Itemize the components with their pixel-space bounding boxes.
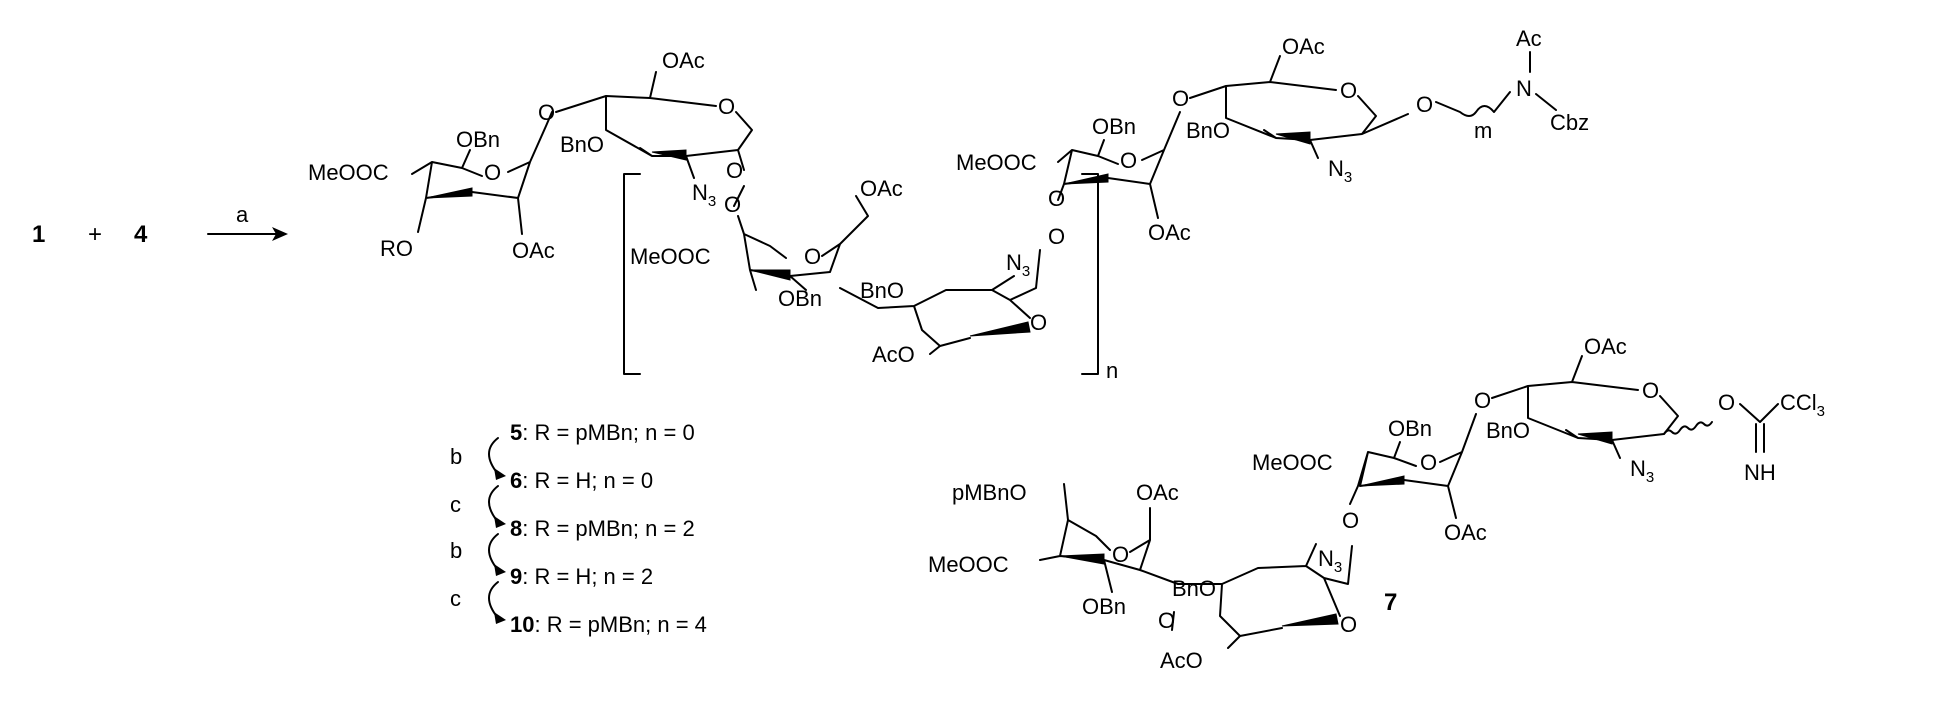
reaction-equation: 1 + 4 a <box>32 202 288 248</box>
bracket-o-right: O <box>1048 224 1065 249</box>
bracket-wedge-2 <box>970 322 1030 336</box>
linker-ac-label: Ac <box>1516 26 1542 51</box>
bno-label: BnO <box>560 132 604 157</box>
c7-o-link-b: O <box>1342 508 1359 533</box>
bracket-n3-label: N3 <box>1006 250 1030 280</box>
unit4-ring-o: O <box>1120 148 1137 173</box>
c7-n3-a-label: N3 <box>1318 546 1342 576</box>
c7-ring-o-b: O <box>1340 612 1357 637</box>
c7-n3-b-label: N3 <box>1630 456 1654 486</box>
bracket-bno-label: BnO <box>860 278 904 303</box>
step-arc-4 <box>489 582 498 618</box>
ester-label: MeOOC <box>308 160 389 185</box>
unit-2-glucosamine: O OAc BnO O N3 O <box>538 48 752 210</box>
c7-ccl3-label: CCl3 <box>1780 390 1825 420</box>
step-arrow-head-1 <box>494 468 506 480</box>
repeat-unit: n O OAc MeOOC O OBn BnO N3 O O AcO <box>624 174 1118 383</box>
c7-obn-b-label: OBn <box>1388 416 1432 441</box>
unit5-oac6-label: OAc <box>1282 34 1325 59</box>
c7-oac-a-label: OAc <box>1136 480 1179 505</box>
unit5-n3-label: N3 <box>1328 156 1352 186</box>
c7-ester-a-label: MeOOC <box>928 552 1009 577</box>
step-arc-3 <box>489 534 498 570</box>
bracket-aco-label: AcO <box>872 342 915 367</box>
right-bracket <box>1082 174 1098 374</box>
bracket-o-link: O <box>724 192 741 217</box>
ro-label: RO <box>380 236 413 261</box>
oac-label: OAc <box>512 238 555 263</box>
step-arrow-head-4 <box>494 612 506 624</box>
linker-m-label: m <box>1474 118 1492 143</box>
c7-wedge-a <box>1060 554 1104 564</box>
obn-label: OBn <box>456 127 500 152</box>
plus-sign: + <box>88 221 102 248</box>
step-arc-2 <box>489 486 498 522</box>
step-letter-2: c <box>450 492 461 517</box>
c7-aco-label: AcO <box>1160 648 1203 673</box>
left-bracket <box>624 174 640 374</box>
c7-o-link-c: O <box>1474 388 1491 413</box>
compound-5-entry: 5: R = pMBn; n = 0 <box>510 420 695 445</box>
c7-label: 7 <box>1384 589 1397 616</box>
linker-n-label: N <box>1516 76 1532 101</box>
unit4-oac-label: OAc <box>1148 220 1191 245</box>
c7-nh-label: NH <box>1744 460 1776 485</box>
step-arrow-head-3 <box>494 564 506 576</box>
unit-4-uronate: MeOOC OBn O OAc O <box>956 112 1191 245</box>
c7-oac-b-label: OAc <box>1444 520 1487 545</box>
ring-o-label-2: O <box>718 94 735 119</box>
product-structure: MeOOC OBn O RO OAc O OAc BnO O N3 O n O … <box>308 26 1589 383</box>
reagent-2-label: 4 <box>134 221 148 248</box>
ring-o-label: O <box>484 160 501 185</box>
unit4-obn-label: OBn <box>1092 114 1136 139</box>
unit5-bno-label: BnO <box>1186 118 1230 143</box>
c7-ring-o-d: O <box>1642 378 1659 403</box>
n3-label: N3 <box>692 180 716 210</box>
repeat-n-label: n <box>1106 358 1118 383</box>
linker-chain <box>1436 52 1556 116</box>
bracket-oac-label: OAc <box>860 176 903 201</box>
unit4-wedge <box>1064 174 1108 184</box>
c7-wedge-c <box>1360 476 1404 486</box>
c7-ester-b-label: MeOOC <box>1252 450 1333 475</box>
step-letter-4: c <box>450 586 461 611</box>
bracket-ring-o-2: O <box>1030 310 1047 335</box>
glycosidic-o-label: O <box>538 100 555 125</box>
c7-wedge-b <box>1282 614 1338 626</box>
oac6-label: OAc <box>662 48 705 73</box>
bracket-ring-o: O <box>804 244 821 269</box>
linker-cbz-label: Cbz <box>1550 110 1589 135</box>
bracket-ester-label: MeOOC <box>630 244 711 269</box>
c7-bno-b-label: BnO <box>1486 418 1530 443</box>
c7-bno-a-label: BnO <box>1172 576 1216 601</box>
unit5-ring-o: O <box>1340 78 1357 103</box>
step-arc-1 <box>489 438 498 474</box>
bracket-wedge-1 <box>750 270 790 280</box>
c7-ring-o-c: O <box>1420 450 1437 475</box>
ring-1-wedge <box>426 188 472 198</box>
unit5-anomeric-o: O <box>1416 92 1433 117</box>
unit5-o-link: O <box>1172 86 1189 111</box>
c7-obn-a-label: OBn <box>1082 594 1126 619</box>
bracket-obn-label: OBn <box>778 286 822 311</box>
step-letter-1: b <box>450 444 462 469</box>
compound-6-entry: 6: R = H; n = 0 <box>510 468 653 493</box>
compound-10-entry: 10: R = pMBn; n = 4 <box>510 612 707 637</box>
c7-imidate-o: O <box>1718 390 1735 415</box>
unit-1-uronate: MeOOC OBn O RO OAc <box>308 112 555 263</box>
compound-9-entry: 9: R = H; n = 2 <box>510 564 653 589</box>
aminoalkyl-linker: m Ac N Cbz <box>1436 26 1589 143</box>
reagent-1-label: 1 <box>32 221 45 248</box>
unit4-ester-label: MeOOC <box>956 150 1037 175</box>
step-letter-3: b <box>450 538 462 563</box>
step-a-label: a <box>236 202 249 227</box>
compound-7-structure: pMBnO OAc MeOOC O OBn BnO N3 O O AcO 7 O… <box>928 334 1825 673</box>
step-arrow-head-2 <box>494 516 506 528</box>
pmbno-label: pMBnO <box>952 480 1027 505</box>
compound-8-entry: 8: R = pMBn; n = 2 <box>510 516 695 541</box>
unit-5-glucosamine: O BnO OAc O N3 O <box>1172 34 1433 186</box>
step-sequence: b c b c 5: R = pMBn; n = 0 6: R = H; n =… <box>450 420 707 637</box>
c7-oac6-label: OAc <box>1584 334 1627 359</box>
